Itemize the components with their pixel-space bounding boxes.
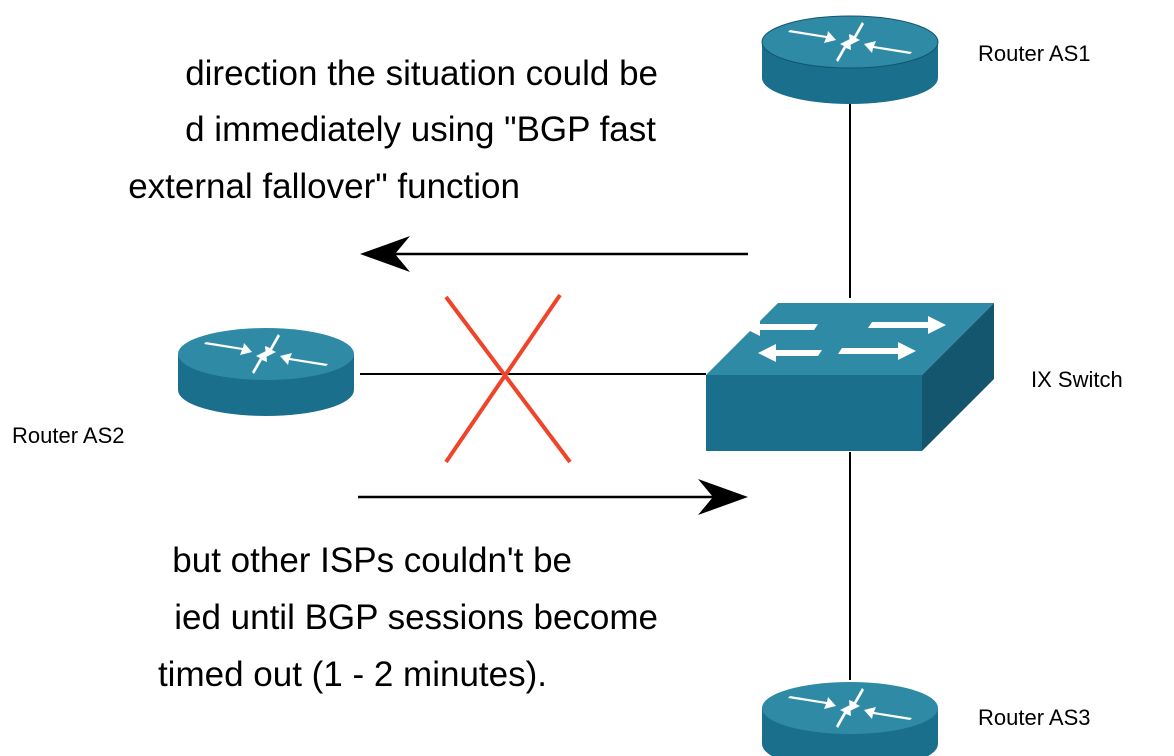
router-icon (762, 682, 938, 756)
arrow-right (358, 479, 748, 515)
failed-link-cross-icon (444, 293, 572, 464)
label-router-as2: Router AS2 (12, 423, 125, 448)
arrow-left (360, 236, 748, 272)
bottom-text-line: but other ISPs couldn't be (172, 541, 572, 580)
bottom-text-line: ied until BGP sessions become (174, 598, 658, 637)
router-icon (178, 328, 354, 416)
bottom-text-line: timed out (1 - 2 minutes). (158, 655, 547, 694)
router-icon (761, 15, 939, 104)
label-router-as1: Router AS1 (978, 41, 1091, 66)
top-text-line: d immediately using "BGP fast (185, 110, 656, 149)
switch-icon (706, 303, 994, 451)
label-router-as3: Router AS3 (978, 705, 1091, 730)
label-ix-switch: IX Switch (1031, 367, 1123, 392)
top-text-line: direction the situation could be (185, 54, 658, 93)
top-text-line: external fallover" function (128, 167, 520, 206)
